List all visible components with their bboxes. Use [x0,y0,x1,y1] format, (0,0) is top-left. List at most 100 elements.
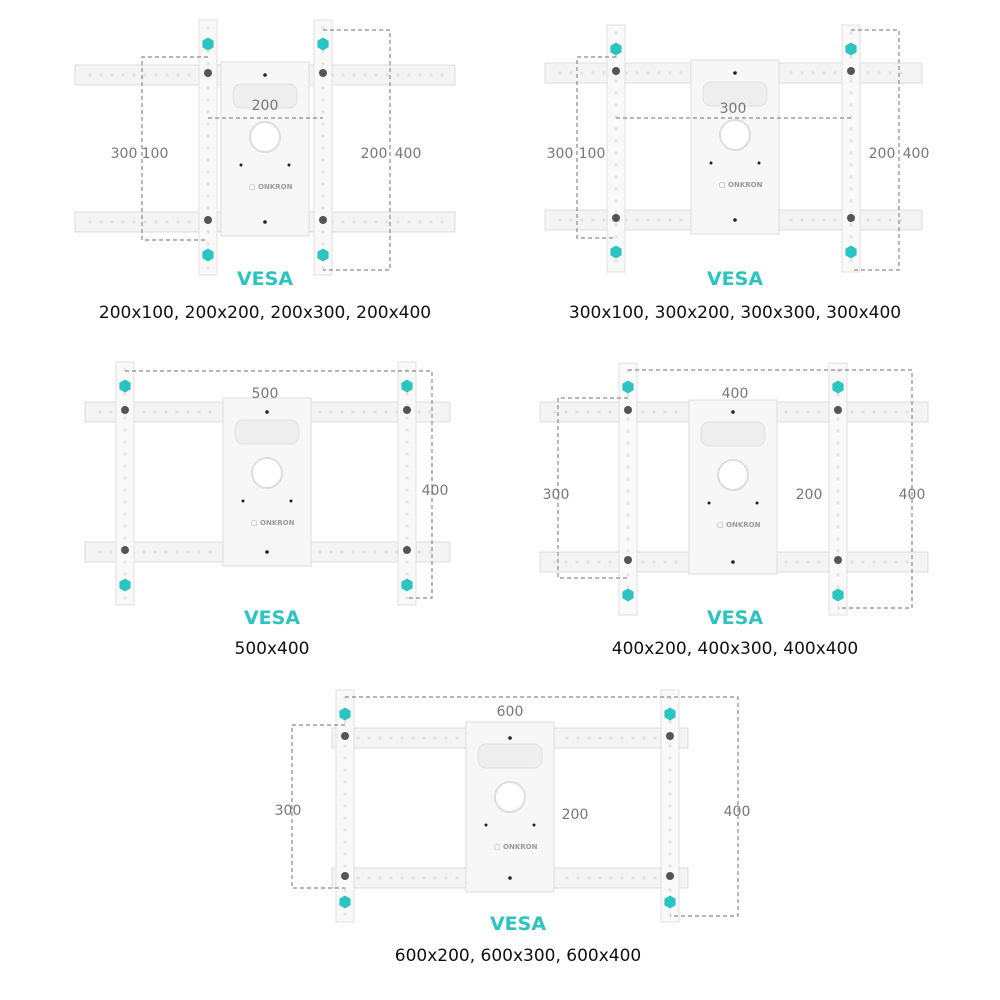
rail-hole [123,536,127,540]
hex-screw-icon [317,248,329,262]
bar-slot [679,71,683,75]
bar-slot [668,71,672,75]
plate-screw [508,736,512,740]
rail-hole [206,242,210,246]
bar-slot [143,220,147,224]
bar-slot [440,220,444,224]
bar-slot [433,876,437,880]
bar-slot [558,218,562,222]
plate-handle-recess [232,83,298,109]
bar-slot [641,410,645,414]
rail-hole [405,524,409,528]
rail-hole [614,151,618,155]
rail-hole [123,572,127,576]
rail-hole [614,187,618,191]
rail-hole [321,206,325,210]
rail-hole [343,864,347,868]
rail-hole [405,428,409,432]
onkron-logo: ▢ ONKRON [251,519,295,527]
bar-slot [602,218,606,222]
rail-bolt [612,214,620,222]
bar-slot [98,550,102,554]
bar-slot [433,736,437,740]
bar-slot [575,560,579,564]
dimension-label: 400 [422,483,449,499]
rail-hole [405,416,409,420]
vertical-rail [828,362,848,616]
rail-hole [343,720,347,724]
rail-hole [321,98,325,102]
bar-slot [817,410,821,414]
rail-hole [405,536,409,540]
bar-slot [553,410,557,414]
rail-hole [668,804,672,808]
bar-slot [374,73,378,77]
bar-slot [384,550,388,554]
vesa-sizes-caption: 300x100, 300x200, 300x300, 300x400 [569,303,901,323]
dimension-label: 400 [724,804,751,820]
bar-slot [883,410,887,414]
bar-slot [674,560,678,564]
hex-screw-icon [119,578,131,592]
dimension-line [628,369,913,609]
rail-bolt [403,546,411,554]
bar-slot [789,218,793,222]
bar-slot [418,73,422,77]
rail-hole [405,392,409,396]
rail-hole [836,441,840,445]
bar-slot [894,410,898,414]
bar-slot [373,410,377,414]
rail-hole [668,852,672,856]
rail-hole [123,476,127,480]
rail-hole [849,163,853,167]
bar-slot [580,218,584,222]
rail-hole [614,103,618,107]
bar-slot [663,410,667,414]
vesa-heading: VESA [707,268,763,290]
rail-hole [405,512,409,516]
onkron-logo: ▢ ONKRON [717,521,761,529]
bar-slot [598,876,602,880]
rail-hole [836,501,840,505]
bar-slot [646,218,650,222]
bar-slot [153,550,157,554]
rail-hole [626,537,630,541]
bar-slot [564,560,568,564]
rail-hole [321,86,325,90]
bar-slot [186,550,190,554]
bar-slot [877,218,881,222]
bar-slot [121,73,125,77]
bar-slot [164,550,168,554]
plate-screw [263,73,267,77]
dimension-label: 600 [497,704,524,720]
plate-screw [532,823,536,827]
hex-screw-icon [610,245,622,259]
bar-slot [822,71,826,75]
bar-slot [580,71,584,75]
rail-hole [405,500,409,504]
dimension-label: 200 [252,98,279,114]
bar-slot [165,220,169,224]
plate-screw [707,501,711,505]
rail-hole [405,572,409,576]
bar-slot [800,218,804,222]
dimension-label: 100 [579,146,606,162]
rail-hole [626,453,630,457]
rail-hole [343,828,347,832]
dimension-label: 400 [395,146,422,162]
hex-screw-icon [119,379,131,393]
rail-hole [836,489,840,493]
bar-slot [208,410,212,414]
rail-hole [206,230,210,234]
plate-screw [265,410,269,414]
bar-slot [598,736,602,740]
bar-slot [899,71,903,75]
vesa-heading: VESA [707,607,763,629]
bar-slot [631,876,635,880]
bar-slot [811,71,815,75]
rail-hole [206,206,210,210]
bar-slot [576,736,580,740]
vertical-rail [606,24,626,273]
bar-slot [575,410,579,414]
rail-hole [836,393,840,397]
